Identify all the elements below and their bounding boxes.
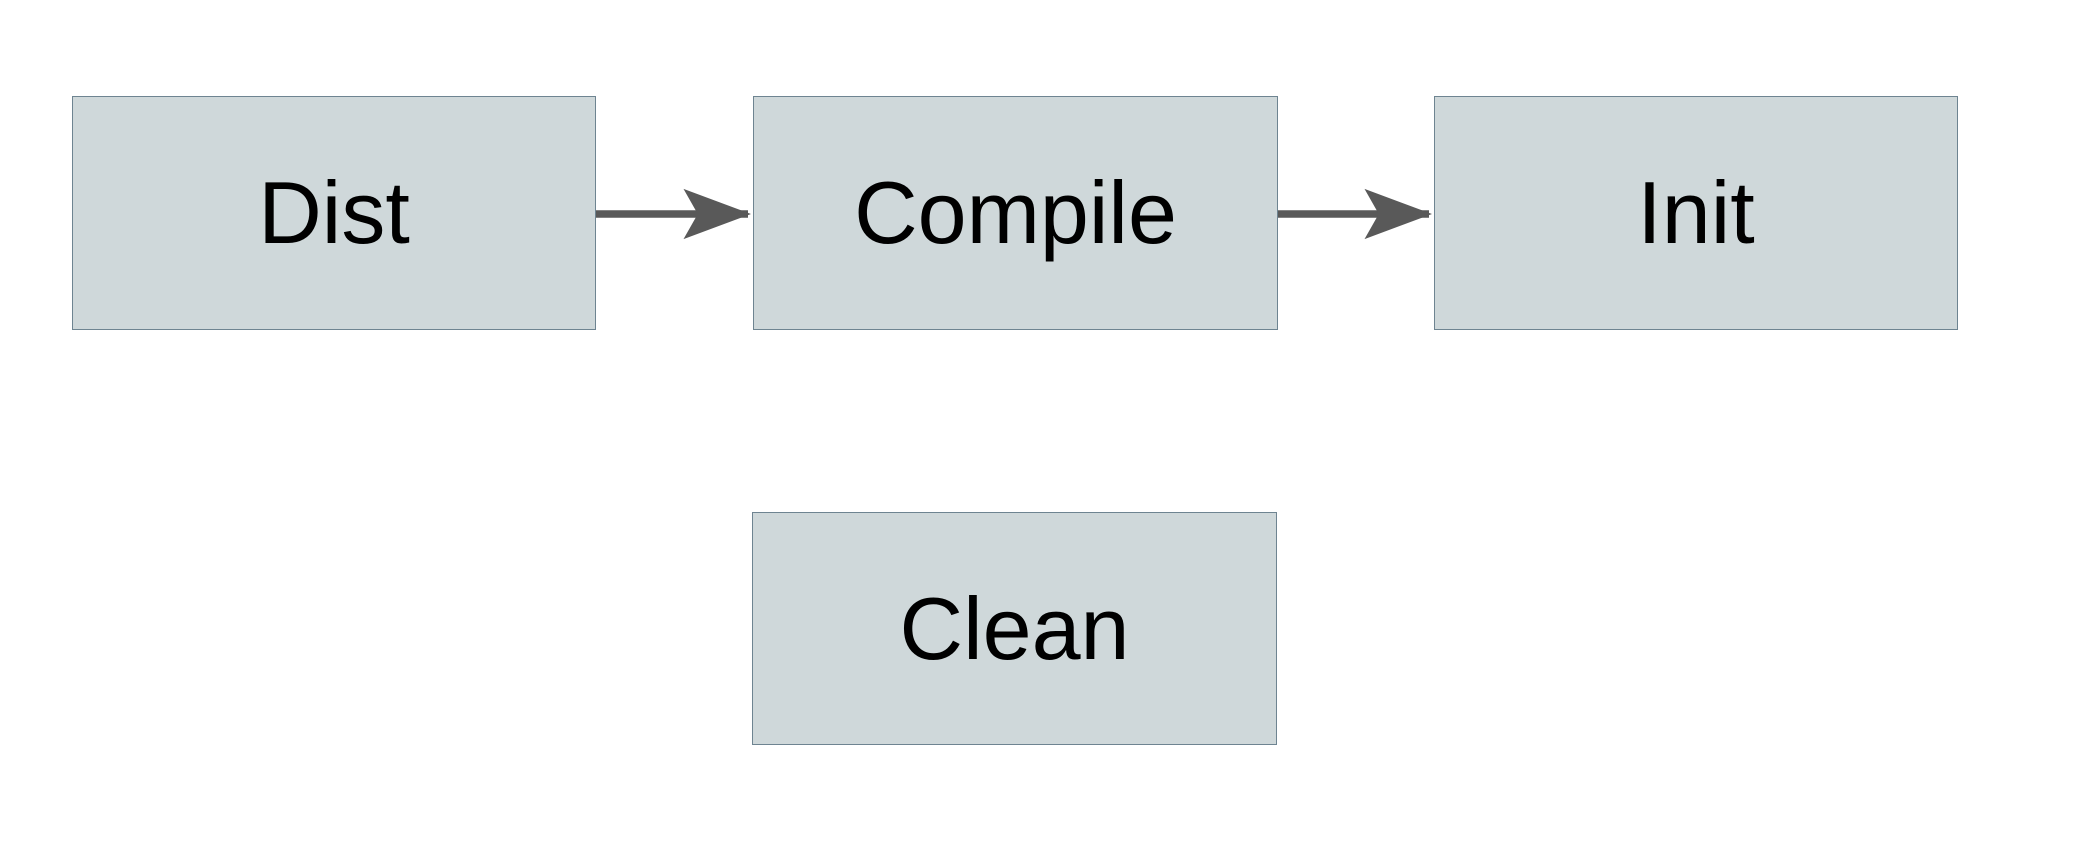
node-clean[interactable]: Clean — [752, 512, 1277, 745]
node-init[interactable]: Init — [1434, 96, 1958, 330]
node-init-label: Init — [1637, 163, 1755, 262]
node-clean-label: Clean — [899, 578, 1130, 678]
node-compile[interactable]: Compile — [753, 96, 1278, 330]
node-dist[interactable]: Dist — [72, 96, 596, 330]
node-compile-label: Compile — [854, 163, 1177, 262]
node-dist-label: Dist — [258, 163, 410, 262]
